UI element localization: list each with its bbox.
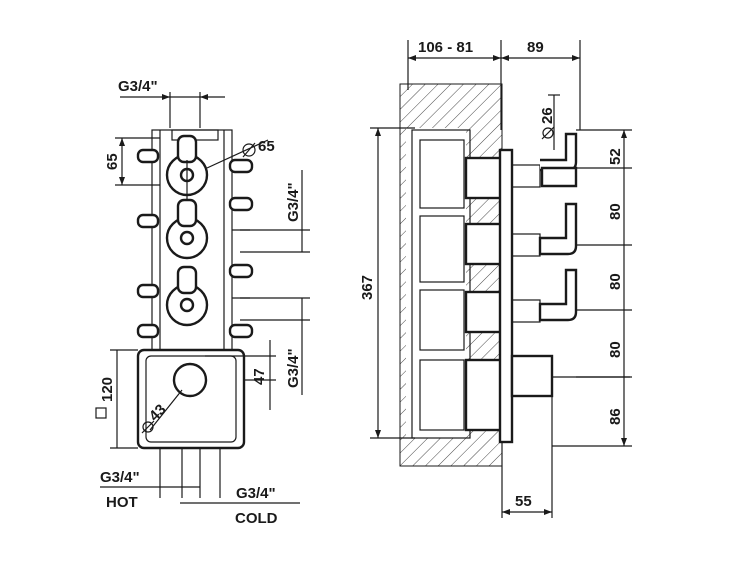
thermostat-knob (510, 354, 630, 398)
side-connection-lower-label: G3/4" (285, 348, 302, 388)
spacing-2-label: 80 (607, 273, 624, 290)
lever-2 (511, 202, 578, 257)
cartridge-spacing-label: 65 (104, 153, 121, 170)
lever-diameter-dimension: 26 (539, 94, 560, 150)
cold-connection-label: G3/4" (236, 485, 276, 502)
lever-diameter-label: 26 (539, 107, 556, 124)
front-view: G3/4" (95, 78, 310, 527)
cartridge-spacing-dimension: 65 (104, 137, 160, 186)
top-connection-label: G3/4" (118, 78, 158, 95)
total-height-dimension: 367 (359, 127, 415, 439)
box-size-dimension: 120 (95, 349, 138, 449)
thermostat-offset-dimension: 47 (205, 340, 276, 410)
lever-1 (511, 132, 578, 188)
top-offset-label: 52 (607, 148, 624, 165)
side-connection-upper-dimension: G3/4" (240, 170, 310, 253)
side-valve-body (411, 129, 504, 439)
escutcheon-plate (498, 148, 514, 444)
box-size-label: 120 (99, 377, 116, 402)
side-view: 106 - 81 89 367 (359, 39, 632, 518)
projection-label: 89 (527, 39, 544, 56)
cold-label: COLD (235, 510, 278, 527)
spacing-1-label: 80 (607, 203, 624, 220)
bottom-connections: G3/4" HOT G3/4" COLD (100, 448, 300, 527)
thermostat-box (136, 348, 246, 450)
top-connection-dimension: G3/4" (118, 78, 225, 128)
handle-diameter-label: 65 (258, 138, 275, 155)
thermostat-offset-label: 47 (251, 368, 268, 385)
right-dimension-chain: 52 80 80 80 86 (552, 129, 632, 447)
total-height-label: 367 (359, 275, 376, 300)
side-connection-lower-dimension: G3/4" (240, 297, 310, 395)
handle-diameter-dimension: 65 (206, 138, 275, 169)
bottom-offset-label: 86 (607, 408, 624, 425)
hot-label: HOT (106, 494, 138, 511)
valve-body (136, 129, 254, 351)
knob-depth-dimension: 55 (501, 396, 553, 518)
cartridge-2 (165, 198, 209, 260)
wall-depth-label: 106 - 81 (418, 39, 473, 56)
hot-connection-label: G3/4" (100, 469, 140, 486)
top-dimensions: 106 - 81 89 (407, 39, 581, 130)
lever-3 (511, 268, 578, 323)
side-connection-upper-label: G3/4" (285, 182, 302, 222)
cartridge-3 (165, 265, 209, 327)
knob-depth-label: 55 (515, 493, 532, 510)
spacing-3-label: 80 (607, 341, 624, 358)
cartridge-1 (165, 134, 209, 200)
